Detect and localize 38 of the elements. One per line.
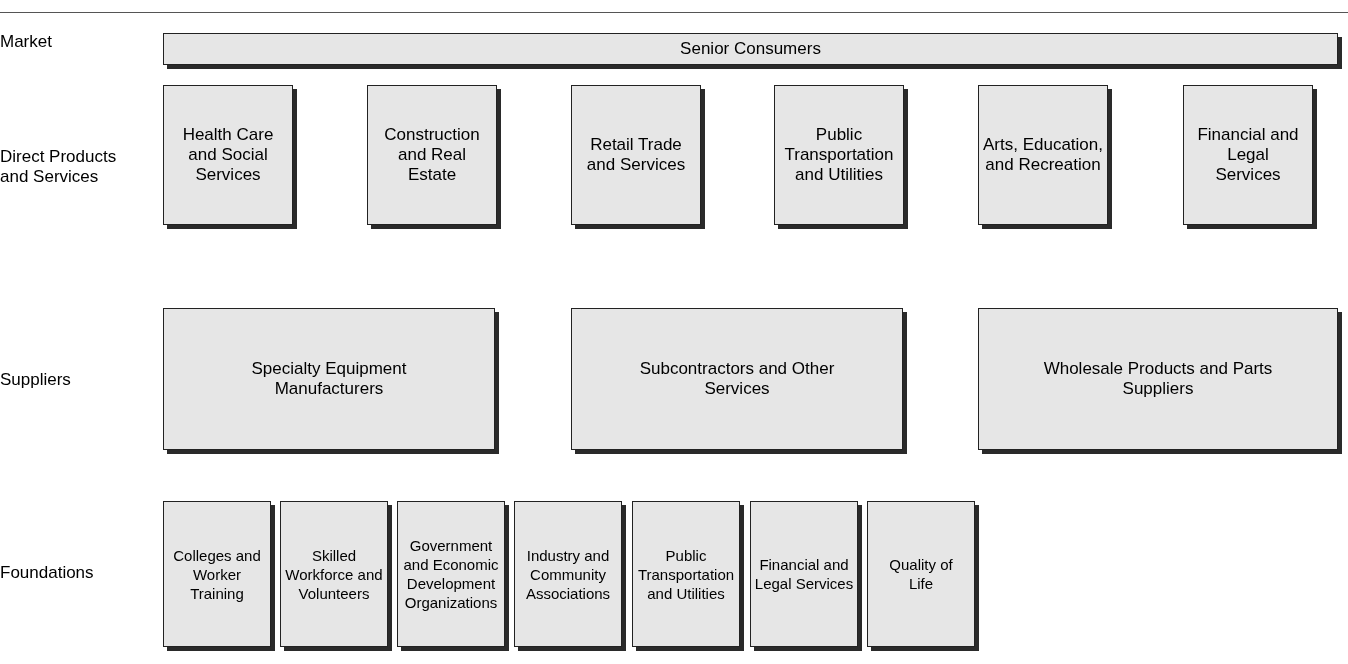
box-label: Arts, Education, and Recreation bbox=[983, 135, 1103, 175]
category-box bbox=[774, 85, 908, 229]
category-box bbox=[397, 501, 509, 651]
box-label: Specialty Equipment Manufacturers bbox=[250, 359, 408, 399]
category-box bbox=[571, 85, 705, 229]
category-box bbox=[632, 501, 744, 651]
row-label: Market bbox=[0, 32, 53, 52]
box-label: Financial and Legal Services bbox=[1196, 125, 1300, 185]
box-label: Public Transportation and Utilities bbox=[783, 125, 895, 185]
box-label: Financial and Legal Services bbox=[754, 555, 854, 593]
row-label: Foundations bbox=[0, 563, 95, 583]
category-box bbox=[750, 501, 862, 651]
category-box bbox=[867, 501, 979, 651]
box-label: Government and Economic Development Organizations bbox=[402, 536, 500, 612]
box-label: Industry and Community Associations bbox=[524, 545, 612, 603]
category-box bbox=[571, 308, 907, 454]
row-label: Suppliers bbox=[0, 370, 72, 390]
box-label: Skilled Workforce and Volunteers bbox=[284, 545, 384, 603]
category-box bbox=[163, 33, 1342, 69]
box-label: Wholesale Products and Parts Suppliers bbox=[1042, 359, 1274, 399]
box-label: Retail Trade and Services bbox=[585, 135, 687, 175]
category-box bbox=[163, 308, 499, 454]
box-label: Public Transportation and Utilities bbox=[636, 545, 736, 603]
box-label: Construction and Real Estate bbox=[383, 125, 481, 185]
box-label: Colleges and Worker Training bbox=[172, 545, 262, 603]
row-label: Direct Products and Services bbox=[0, 147, 118, 187]
category-box bbox=[163, 85, 297, 229]
category-box bbox=[280, 501, 392, 651]
category-box bbox=[514, 501, 626, 651]
box-label: Senior Consumers bbox=[680, 39, 821, 59]
category-box bbox=[163, 501, 275, 651]
category-box bbox=[978, 308, 1342, 454]
box-label: Quality of Life bbox=[888, 555, 954, 593]
category-box bbox=[978, 85, 1112, 229]
box-label: Subcontractors and Other Services bbox=[638, 359, 836, 399]
category-box bbox=[367, 85, 501, 229]
category-box bbox=[1183, 85, 1317, 229]
box-label: Health Care and Social Services bbox=[181, 125, 275, 185]
